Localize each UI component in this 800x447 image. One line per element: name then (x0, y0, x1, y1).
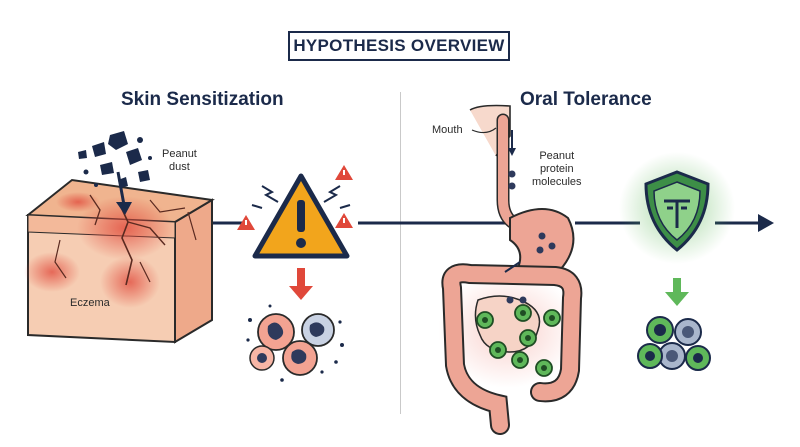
peanut-dust-label-line1: Peanut (162, 148, 197, 160)
gut-tolerance-cells (476, 304, 561, 377)
peanut-dust-particles (78, 131, 152, 188)
skin-block (24, 178, 215, 344)
tolerant-immune-cells (637, 316, 711, 371)
center-divider (400, 92, 401, 414)
arrow-right-icon (758, 214, 774, 232)
peanut-protein-molecules (506, 170, 556, 304)
warning-triangle-icon (252, 173, 350, 259)
shield-icon (644, 170, 710, 252)
peanut-protein-label-line1: Peanut (539, 150, 575, 162)
peanut-dust-label-line2: dust (169, 161, 190, 173)
warning-lightning-icons (251, 185, 351, 209)
arrow-down-icon-green (665, 278, 689, 306)
skin-sensitization-heading: Skin Sensitization (121, 89, 284, 110)
mouth-label: Mouth (432, 124, 463, 136)
diagram-title: HYPOTHESIS OVERVIEW (293, 36, 505, 55)
inflammation-dots (246, 304, 344, 382)
esophagus-arrow-head-icon (508, 148, 516, 156)
small-alert-icons (237, 165, 353, 230)
peanut-protein-label-line3: molecules (532, 176, 582, 188)
peanut-protein-label-line2: protein (539, 163, 574, 175)
eczema-label: Eczema (70, 297, 110, 309)
inflamed-immune-cells (249, 313, 335, 376)
peanut-dust-label: Peanut dust (162, 148, 197, 174)
arrow-down-icon-red (289, 268, 313, 300)
oral-tolerance-heading: Oral Tolerance (520, 89, 652, 110)
dust-arrow (116, 171, 126, 206)
dust-arrow-head-icon (116, 202, 132, 215)
peanut-protein-label: Peanut protein molecules (532, 150, 582, 189)
diagram-title-box: HYPOTHESIS OVERVIEW (288, 31, 510, 61)
